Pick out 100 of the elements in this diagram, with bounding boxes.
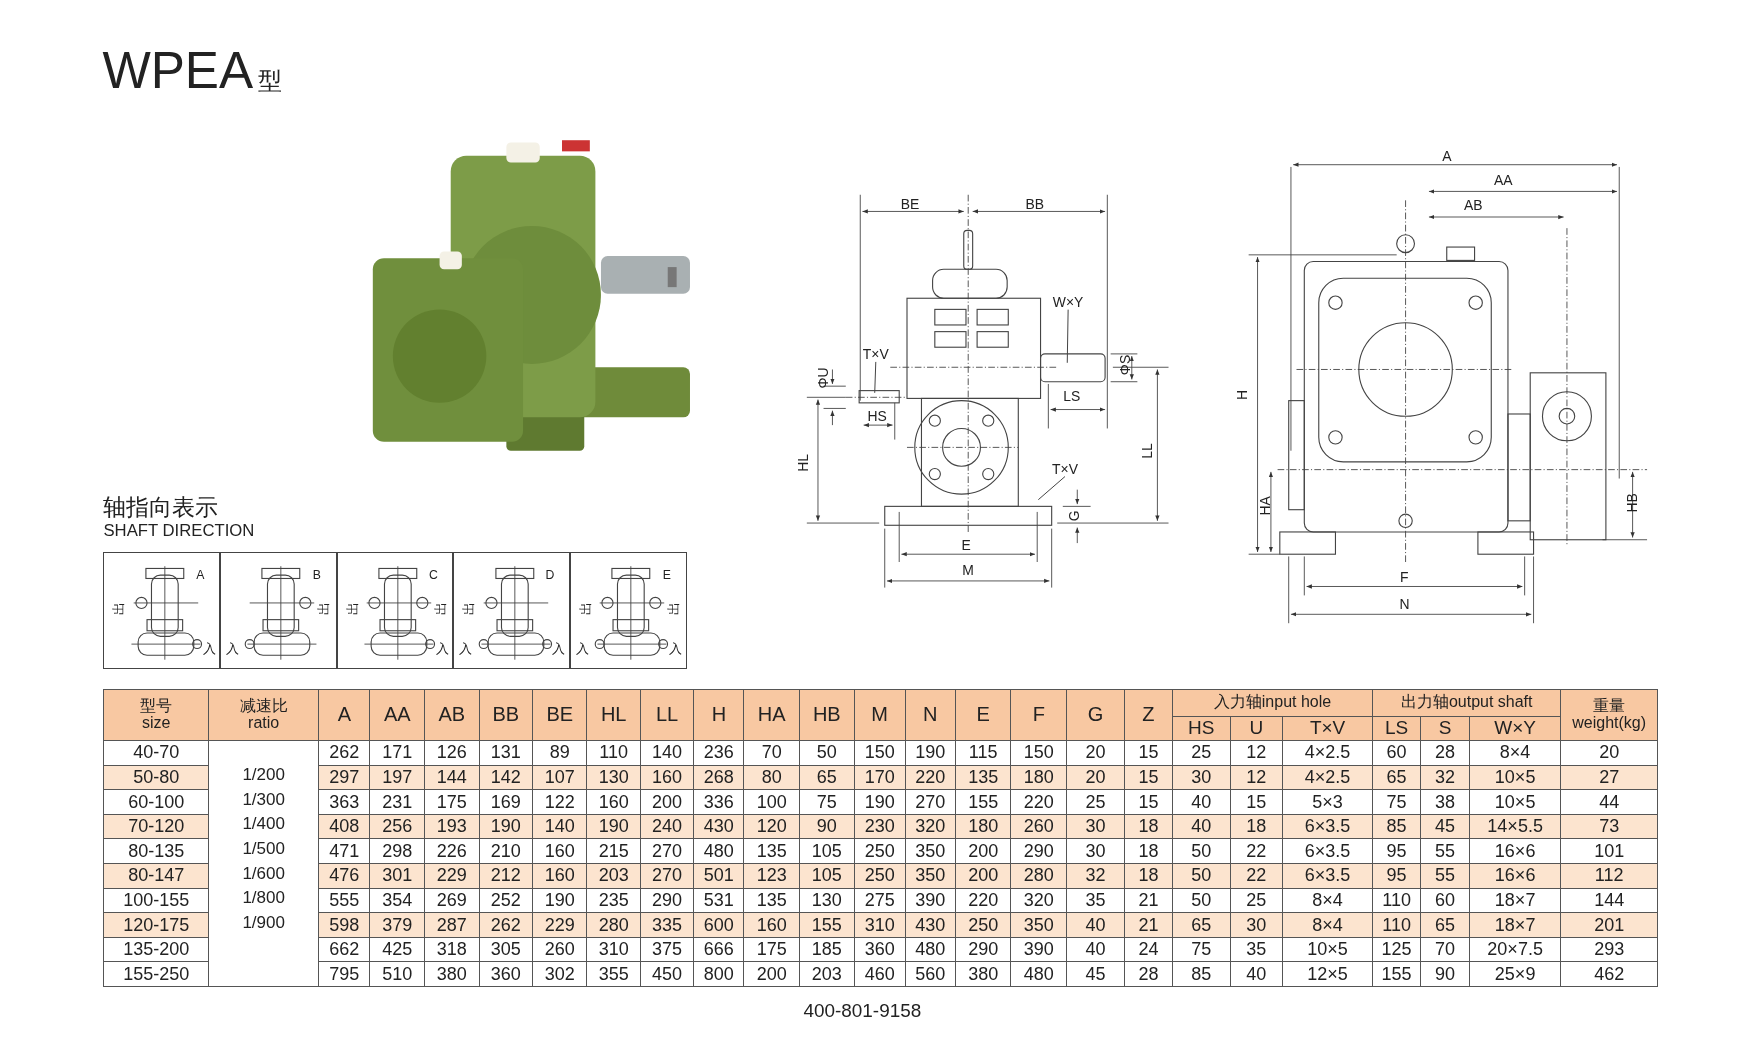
shaft-mark: 出 xyxy=(112,602,126,616)
table-header-cell: BB xyxy=(478,688,533,742)
table-cell: 32 xyxy=(1420,764,1470,791)
table-header-cell: AB xyxy=(424,688,480,742)
table-header-cell: T×V xyxy=(1282,715,1374,742)
table-cell: 21 xyxy=(1124,912,1173,938)
dimension-label: H xyxy=(1236,390,1251,401)
table-cell: 301 xyxy=(369,863,425,889)
table-cell: 22 xyxy=(1229,863,1284,889)
table-cell: 201 xyxy=(1560,912,1659,938)
shaft-mark: 入 xyxy=(575,642,589,656)
dimension-label: HL xyxy=(796,454,811,472)
table-cell: 200 xyxy=(954,863,1012,889)
table-cell: 350 xyxy=(1010,912,1068,938)
table-cell: 8×4 xyxy=(1282,912,1374,938)
table-header-cell: 型号 size xyxy=(103,688,210,742)
table-cell: 476 xyxy=(318,863,371,889)
dimension-label: HB xyxy=(1625,493,1640,513)
dimension-label: ΦU xyxy=(816,367,831,389)
dimension-label: LS xyxy=(1063,390,1081,405)
table-header-cell: BE xyxy=(531,688,588,742)
table-cell: 112 xyxy=(1560,863,1659,889)
table-cell: 144 xyxy=(424,764,480,791)
table-cell: 65 xyxy=(799,764,855,791)
dimension-label: HA xyxy=(1258,496,1273,516)
table-cell: 280 xyxy=(586,912,641,938)
dimension-label: AA xyxy=(1494,174,1513,189)
table-cell: 155 xyxy=(799,912,855,938)
shaft-mark: 出 xyxy=(345,602,359,616)
callout-label: W×Y xyxy=(1052,295,1084,310)
table-cell: 229 xyxy=(531,912,588,938)
dimension-label: BB xyxy=(1025,197,1045,212)
table-cell: 14×5.5 xyxy=(1469,813,1562,840)
table-cell: 45 xyxy=(1420,813,1470,840)
dimension-label: F xyxy=(1399,570,1409,585)
table-cell: 15 xyxy=(1124,764,1173,791)
table-cell: 6×3.5 xyxy=(1282,813,1374,840)
table-cell: 73 xyxy=(1560,813,1659,840)
callout-label: T×V xyxy=(1052,462,1078,477)
table-cell: 229 xyxy=(424,863,480,889)
table-cell: 65 xyxy=(1171,912,1231,938)
table-header-cell: 减速比 ratio xyxy=(208,688,320,742)
table-header-cell: M xyxy=(853,688,906,742)
shaft-mark: 出 xyxy=(666,602,681,616)
table-cell: 160 xyxy=(743,912,801,938)
table-cell: 123 xyxy=(743,863,801,889)
table-header-cell: W×Y xyxy=(1469,715,1562,742)
table-cell: 203 xyxy=(586,863,641,889)
table-header-cell: HA xyxy=(743,688,801,742)
table-cell: 30 xyxy=(1229,912,1284,938)
table-header-cell: H xyxy=(693,688,745,742)
table-cell: 600 xyxy=(693,912,745,938)
leader-line xyxy=(1037,476,1066,501)
shaft-mark: 出 xyxy=(316,602,331,616)
shaft-mark: 入 xyxy=(225,642,239,656)
table-cell: 40 xyxy=(1066,912,1125,938)
table-header-cell: G xyxy=(1066,688,1125,742)
table-cell: 297 xyxy=(318,764,371,791)
section-heading: 轴指向表示 xyxy=(103,495,219,520)
table-cell: 310 xyxy=(853,912,906,938)
page-title: WPEA xyxy=(102,44,254,96)
table-cell: 130 xyxy=(586,764,641,791)
shaft-mark: 入 xyxy=(459,642,472,656)
shaft-mark: 入 xyxy=(552,642,566,656)
table-header-cell: N xyxy=(904,688,956,742)
table-cell: 18 xyxy=(1124,863,1173,889)
table-header-cell: F xyxy=(1010,688,1068,742)
dimension-label: M xyxy=(962,563,974,578)
table-cell: 27 xyxy=(1560,764,1659,791)
table-cell: 18×7 xyxy=(1469,912,1562,938)
dimension-label: A xyxy=(1442,149,1452,164)
table-cell: 212 xyxy=(478,863,533,889)
table-cell: 80-147 xyxy=(103,863,210,889)
callout-label: T×V xyxy=(862,348,889,362)
table-cell: 155-250 xyxy=(103,961,210,987)
table-header-cell: 出力轴output shaft xyxy=(1372,688,1562,717)
table-cell: 270 xyxy=(639,863,695,889)
table-header-cell: AA xyxy=(369,688,425,742)
table-cell: 160 xyxy=(531,863,588,889)
table-cell: 18 xyxy=(1124,813,1173,840)
table-header-cell: 入力轴input hole xyxy=(1171,688,1374,717)
table-cell: 250 xyxy=(954,912,1012,938)
dimension-label: ΦS xyxy=(1119,354,1134,376)
dimension-label: HS xyxy=(867,410,887,425)
table-header-cell: 重量 weight(kg) xyxy=(1560,688,1659,742)
table-cell: 462 xyxy=(1560,961,1659,987)
table-cell: 256 xyxy=(369,813,425,840)
panel-letter: C xyxy=(428,569,438,582)
table-cell: 55 xyxy=(1420,863,1470,889)
table-cell: 95 xyxy=(1372,863,1421,889)
table-cell: 105 xyxy=(799,863,855,889)
shaft-mark: 入 xyxy=(669,642,683,656)
dimension-label: BE xyxy=(900,197,920,212)
panel-letter: D xyxy=(545,569,555,582)
table-cell: 50-80 xyxy=(103,764,210,791)
dimension-label: AB xyxy=(1463,198,1483,213)
table-header-cell: HL xyxy=(586,688,641,742)
table-cell: 350 xyxy=(904,863,956,889)
panel-letter: A xyxy=(196,569,205,582)
table-cell: 70-120 xyxy=(103,813,210,840)
